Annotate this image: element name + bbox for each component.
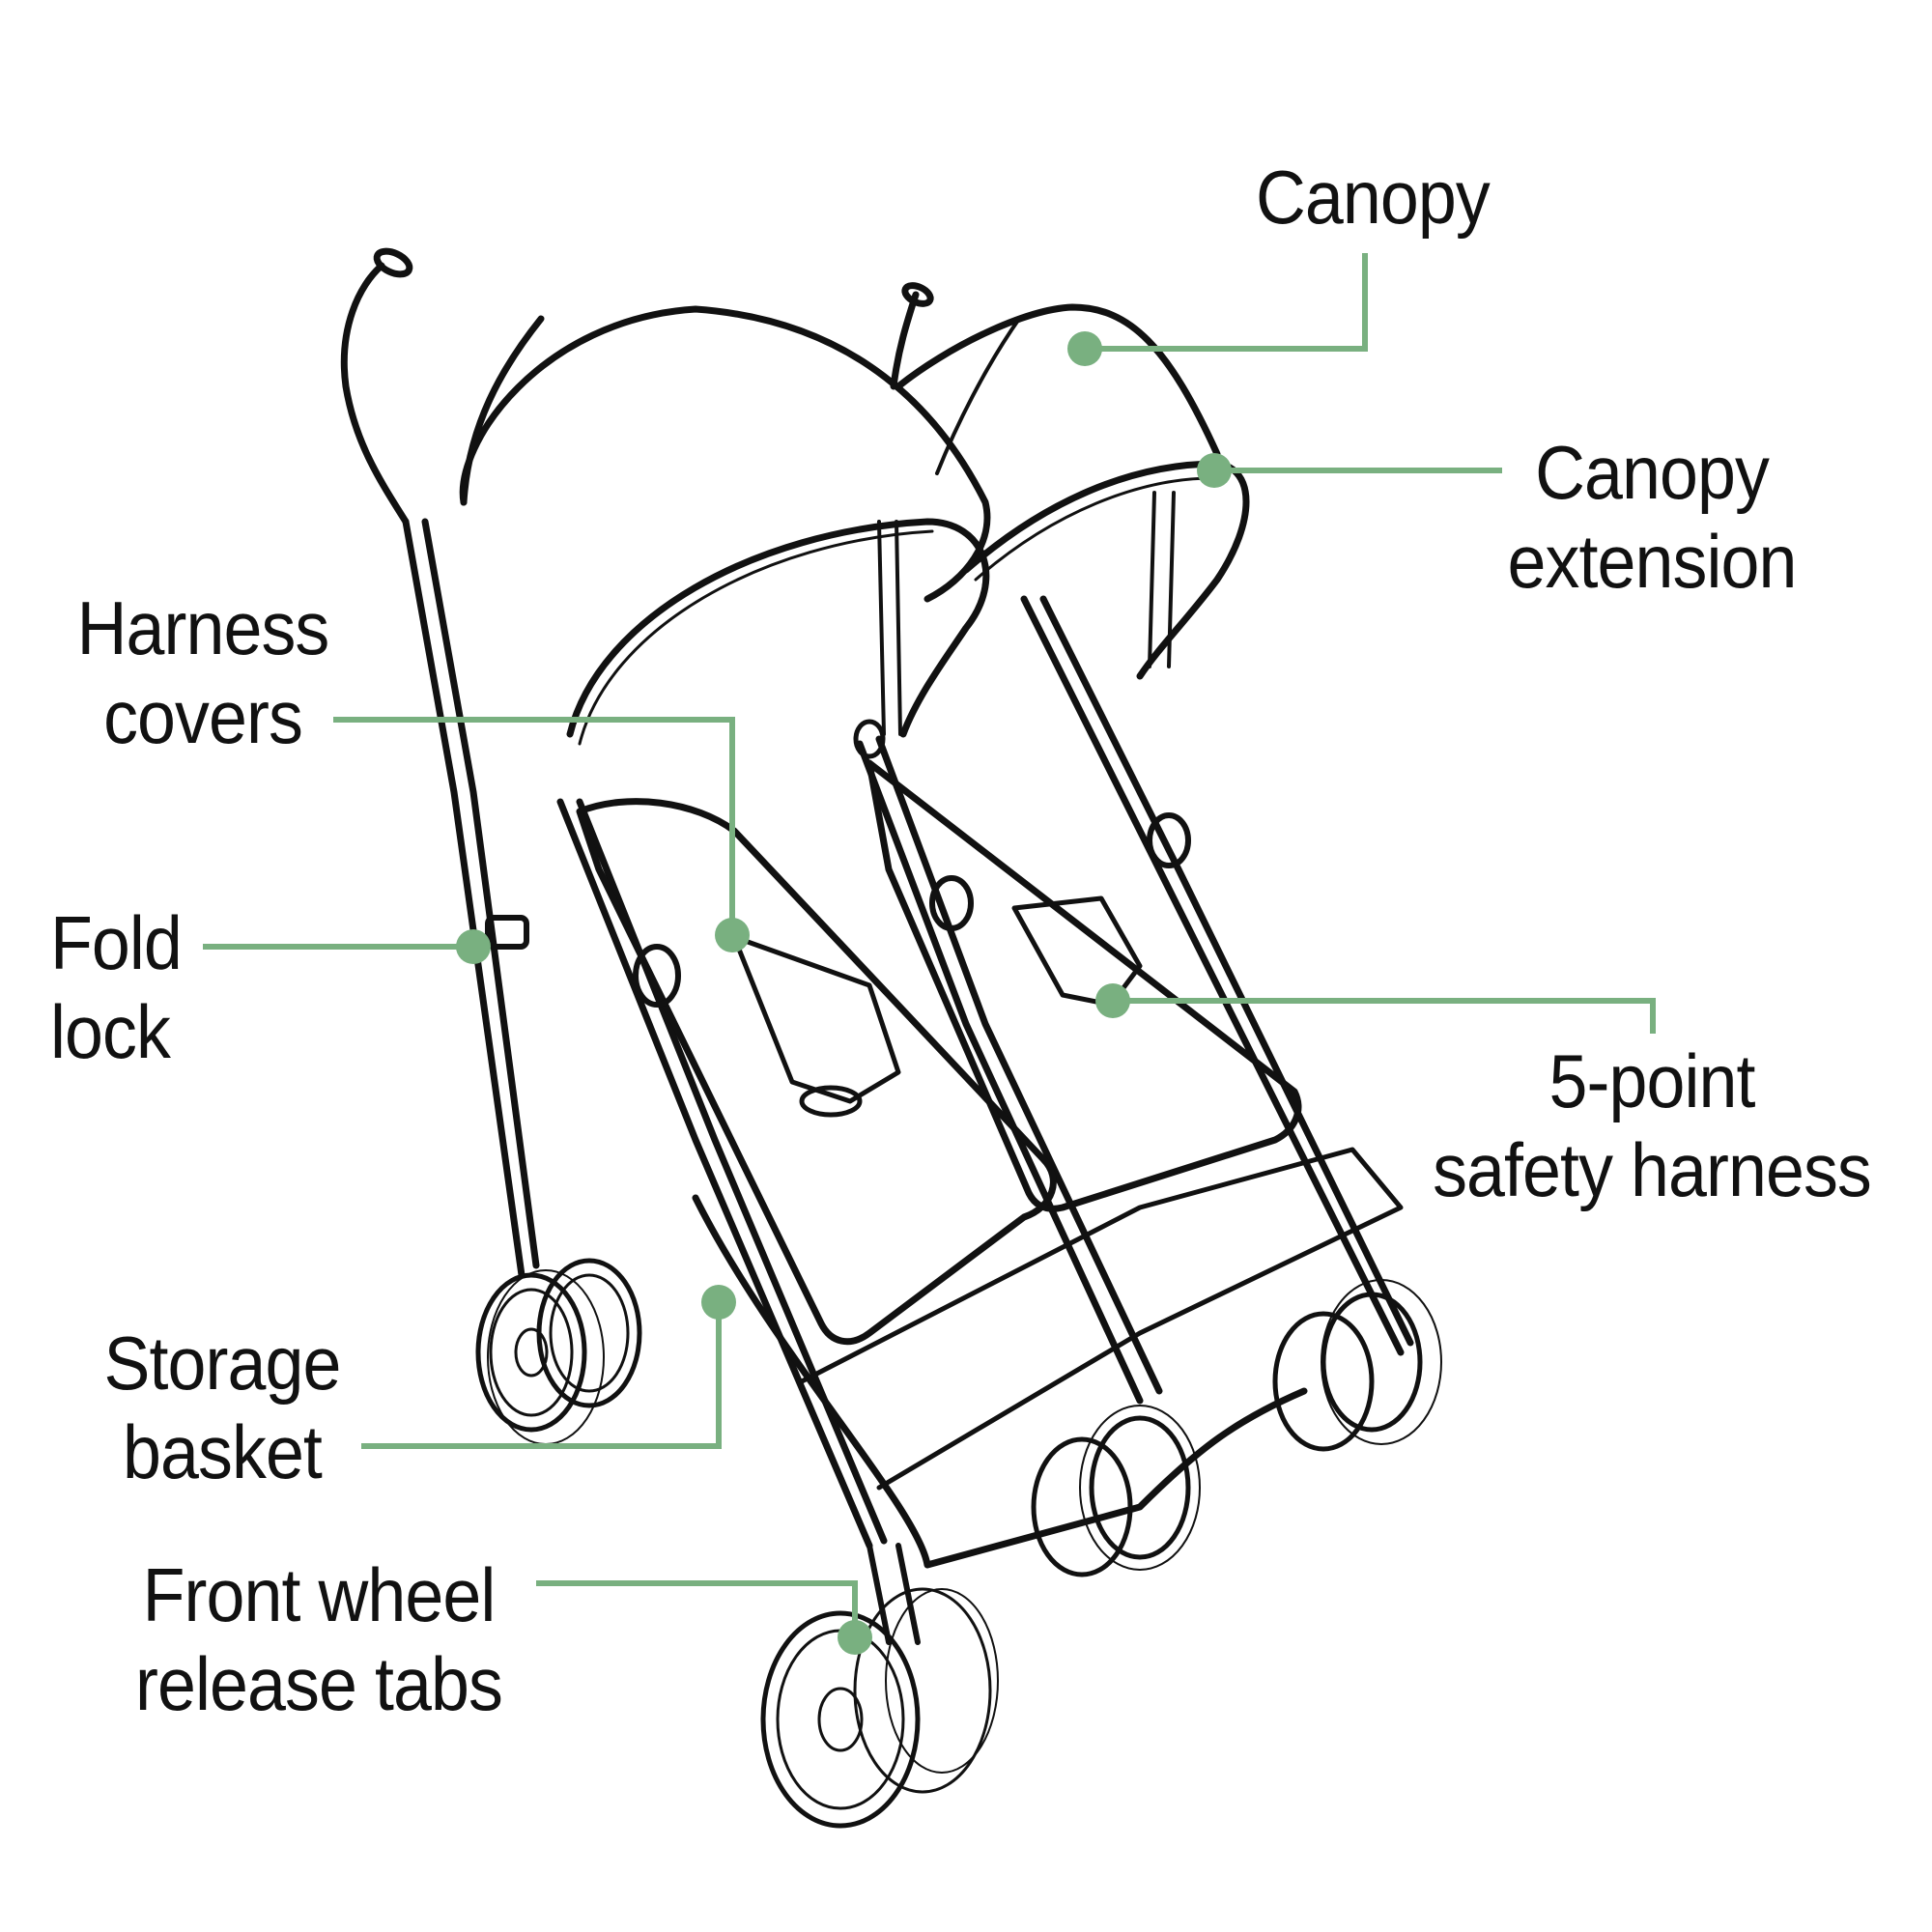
seat-right bbox=[866, 759, 1302, 1212]
label-storage-basket: Storage basket bbox=[103, 1321, 342, 1494]
front-wheel-dot bbox=[838, 1620, 872, 1655]
storage-basket-leader bbox=[361, 1302, 722, 1449]
canopy-leader bbox=[1085, 253, 1368, 352]
five-point-dot bbox=[1095, 983, 1130, 1018]
canopy-right bbox=[895, 303, 1221, 458]
canopy-left-back bbox=[459, 305, 991, 603]
label-front-wheel-release-tabs: Front wheel release tabs bbox=[135, 1552, 503, 1726]
basket bbox=[692, 1194, 1308, 1569]
fold-lock-dot bbox=[456, 929, 491, 964]
label-harness-covers: Harness covers bbox=[76, 585, 330, 759]
five-point-leader bbox=[1113, 998, 1656, 1034]
label-canopy: Canopy bbox=[1256, 155, 1491, 240]
left-handle bbox=[340, 262, 410, 526]
callout-lines bbox=[203, 253, 1656, 1637]
seat-left bbox=[576, 798, 1057, 1346]
canopy-dot bbox=[1067, 331, 1102, 366]
storage-basket-dot bbox=[701, 1285, 736, 1320]
harness-covers-leader bbox=[333, 717, 735, 935]
harness-covers-dot bbox=[715, 918, 750, 952]
label-five-point-harness: 5-point safety harness bbox=[1433, 1038, 1872, 1212]
front-wheel-leader bbox=[536, 1580, 858, 1637]
label-canopy-extension: Canopy extension bbox=[1507, 430, 1798, 604]
callout-dots bbox=[456, 331, 1232, 1655]
label-fold-lock: Fold lock bbox=[50, 900, 183, 1074]
canopy-extension-dot bbox=[1197, 453, 1232, 488]
